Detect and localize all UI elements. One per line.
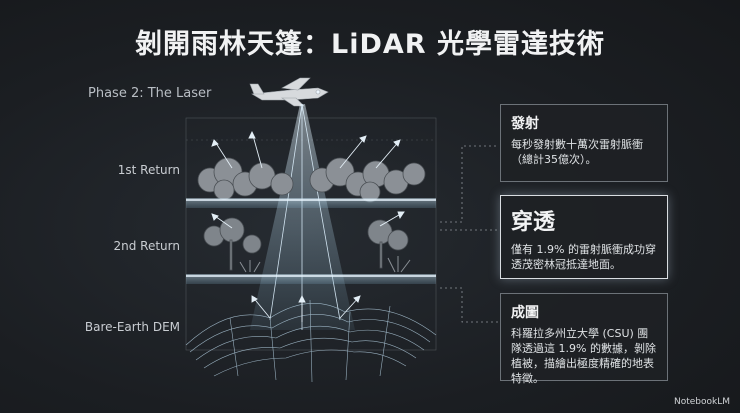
- second-return-label: 2nd Return: [113, 239, 181, 253]
- page-title: 剝開雨林天篷：LiDAR 光學雷達技術: [135, 29, 605, 60]
- phase-label: Phase 2: The Laser: [88, 86, 212, 101]
- card-penetrate: 穿透 僅有 1.9% 的雷射脈衝成功穿透茂密林冠抵達地面。: [500, 195, 668, 279]
- bare-earth-label: Bare-Earth DEM: [84, 320, 180, 334]
- brand-watermark: NotebookLM: [673, 397, 730, 407]
- terrain-mesh: [185, 299, 437, 383]
- return-arrows: [211, 130, 405, 322]
- card-emit-body: 每秒發射數十萬次雷射脈衝（總計35億次）。: [511, 138, 643, 166]
- first-return-label: 1st Return: [117, 163, 180, 177]
- connector-lines: [440, 145, 498, 323]
- ferns: [239, 256, 411, 273]
- card-map-body: 科羅拉多州立大學 (CSU) 團隊透過這 1.9% 的數據，剝除植被，描繪出極度…: [511, 327, 656, 385]
- card-penetrate-heading: 穿透: [511, 210, 556, 235]
- card-emit: 發射 每秒發射數十萬次雷射脈衝（總計35億次）。: [500, 104, 668, 182]
- canopy-trees: [197, 157, 426, 203]
- card-penetrate-body: 僅有 1.9% 的雷射脈衝成功穿透茂密林冠抵達地面。: [511, 243, 656, 271]
- airplane-icon: [249, 77, 329, 107]
- understory-trees: [203, 217, 409, 271]
- card-map-heading: 成圖: [511, 305, 539, 321]
- laser-beam: [250, 104, 355, 330]
- card-map: 成圖 科羅拉多州立大學 (CSU) 團隊透過這 1.9% 的數據，剝除植被，描繪…: [500, 293, 668, 385]
- card-emit-heading: 發射: [511, 116, 539, 132]
